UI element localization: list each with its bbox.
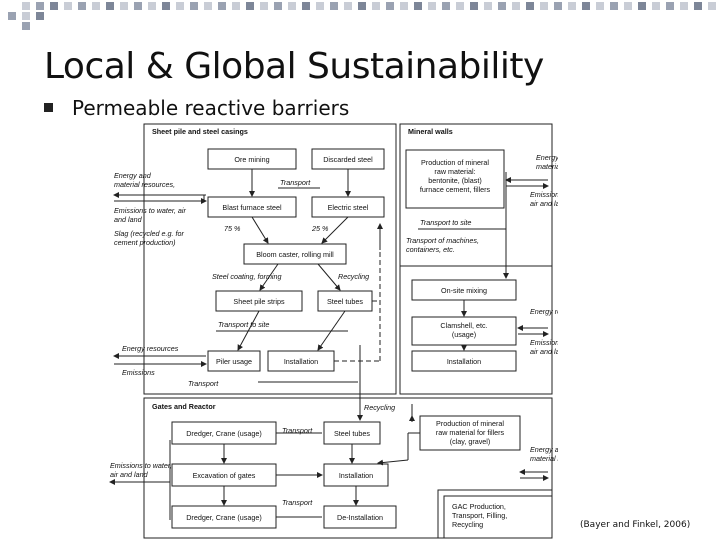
citation: (Bayer and Finkel, 2006): [580, 520, 691, 530]
label-energy-left-1b: material resources,: [114, 180, 175, 189]
box-label: Ore mining: [234, 155, 269, 164]
box-label: furnace cement, fillers: [420, 185, 491, 194]
decorative-squares: [0, 0, 720, 30]
box-label: Clamshell, etc.: [440, 321, 487, 330]
label-emissions-left-2: Emissions: [122, 368, 155, 377]
label-emissions-left-1a: Emissions to water, air: [114, 206, 187, 215]
flow-diagram: Sheet pile and steel casings Mineral wal…: [109, 123, 558, 539]
box-label: On-site mixing: [441, 286, 487, 295]
box-label: Installation: [284, 357, 318, 366]
box-label: Piler usage: [216, 357, 252, 366]
section-title-mineral-walls: Mineral walls: [408, 127, 453, 136]
box-label: Bloom caster, rolling mill: [256, 250, 334, 259]
section-title-gates-reactor: Gates and Reactor: [152, 402, 216, 411]
box-label: Production of mineral: [436, 419, 504, 428]
box-installation-2: [411, 350, 517, 372]
label-emissions-left-3a: Emissions to water,: [110, 461, 172, 470]
bullet-marker: [44, 103, 53, 112]
box-de-installation: [323, 505, 397, 529]
box-label: De-Installation: [337, 513, 383, 522]
box-filler-production: [419, 415, 521, 451]
label-emissions-left-3b: air and land: [110, 470, 149, 479]
section-title-sheet-pile: Sheet pile and steel casings: [152, 127, 248, 136]
box-label: Dredger, Crane (usage): [186, 513, 262, 522]
label-energy-right-1b: material resources,: [536, 162, 558, 171]
label-energy-right-3b: material resources: [530, 454, 558, 463]
box-label: Recycling: [452, 520, 483, 529]
label-pct-75: 75 %: [224, 224, 241, 233]
label-emissions-right-2a: Emissions to water,: [530, 338, 558, 347]
slide-title: Local & Global Sustainability: [44, 46, 544, 87]
sheet-pile-section: [143, 123, 397, 395]
label-energy-left-1a: Energy and: [114, 171, 152, 180]
label-transport-to-site-1: Transport to site: [218, 320, 269, 329]
box-mineral-production: [405, 149, 505, 209]
gates-reactor-section: [143, 397, 553, 539]
box-label: Installation: [447, 357, 481, 366]
label-emissions-right-1a: Emissions to water,: [530, 190, 558, 199]
box-label: bentonite, (blast): [428, 176, 482, 185]
box-label: Steel tubes: [334, 429, 370, 438]
box-label: Discarded steel: [323, 155, 373, 164]
box-pile-usage: [207, 350, 261, 372]
box-label: (usage): [452, 330, 476, 339]
label-energy-right-2: Energy resources: [530, 307, 558, 316]
label-recycling-1: Recycling: [338, 272, 369, 281]
label-slag-b: cement production): [114, 238, 176, 247]
label-energy-right-3a: Energy and: [530, 445, 558, 454]
label-recycling-2: Recycling: [364, 403, 395, 412]
box-label: Excavation of gates: [193, 471, 256, 480]
box-label: Sheet pile strips: [233, 297, 285, 306]
box-label: (clay, gravel): [450, 437, 491, 446]
box-gac-production: [443, 495, 553, 539]
box-label: raw material:: [434, 167, 475, 176]
label-transport-machines-a: Transport of machines,: [406, 236, 479, 245]
box-label: Production of mineral: [421, 158, 489, 167]
box-label: Steel tubes: [327, 297, 363, 306]
box-label: Electric steel: [328, 203, 369, 212]
label-slag-a: Slag (recycled e.g. for: [114, 229, 185, 238]
label-transport-2: Transport: [188, 379, 219, 388]
label-emissions-right-1b: air and land: [530, 199, 558, 208]
box-bloom-caster: [243, 243, 347, 265]
label-emissions-left-1b: and land: [114, 215, 143, 224]
label-transport-3: Transport: [282, 426, 313, 435]
box-label: Dredger, Crane (usage): [186, 429, 262, 438]
label-energy-left-2: Energy resources: [122, 344, 179, 353]
label-transport-machines-b: containers, etc.: [406, 245, 455, 254]
box-label: Installation: [339, 471, 373, 480]
label-emissions-right-2b: air and land: [530, 347, 558, 356]
box-label: GAC Production,: [452, 502, 506, 511]
box-label: raw material for fillers: [436, 428, 505, 437]
bullet-text: Permeable reactive barriers: [72, 96, 350, 120]
mineral-walls-section-bottom: [399, 265, 553, 395]
box-label: Blast furnace steel: [222, 203, 282, 212]
label-steel-coating: Steel coating, forming: [212, 272, 282, 281]
label-transport-1: Transport: [280, 178, 311, 187]
box-label: Transport, Filling,: [452, 511, 507, 520]
label-energy-right-1a: Energy and: [536, 153, 558, 162]
label-transport-to-site-2: Transport to site: [420, 218, 471, 227]
label-pct-25: 25 %: [311, 224, 329, 233]
label-transport-4: Transport: [282, 498, 313, 507]
